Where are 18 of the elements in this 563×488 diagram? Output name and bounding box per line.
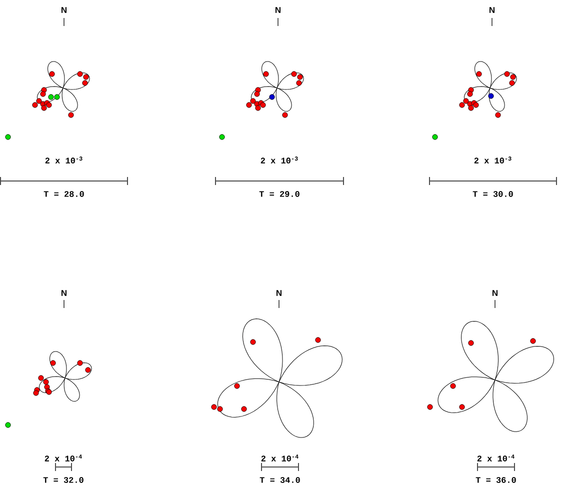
time-label: T = 28.0	[44, 191, 84, 197]
time-label: T = 30.0	[472, 191, 513, 197]
time-label: T = 34.0	[260, 477, 300, 483]
north-label: N	[490, 7, 494, 13]
time-label: T = 32.0	[43, 477, 84, 483]
scale-label: 2 x 10$^{-4}$	[44, 454, 82, 462]
north-label: N	[276, 7, 280, 13]
north-label: N	[276, 290, 282, 296]
north-label: N	[492, 290, 498, 296]
north-label: N	[62, 7, 66, 13]
north-label: N	[62, 290, 66, 296]
scale-label: 2 x 10$^{-3}$	[45, 156, 82, 164]
scale-label: 2 x 10$^{-4}$	[477, 454, 514, 462]
time-label: T = 36.0	[476, 477, 516, 483]
scale-label: 2 x 10$^{-3}$	[474, 156, 512, 164]
scale-label: 2 x 10$^{-3}$	[260, 156, 298, 164]
time-label: T = 29.0	[259, 191, 300, 197]
scale-label: 2 x 10$^{-4}$	[261, 454, 298, 462]
